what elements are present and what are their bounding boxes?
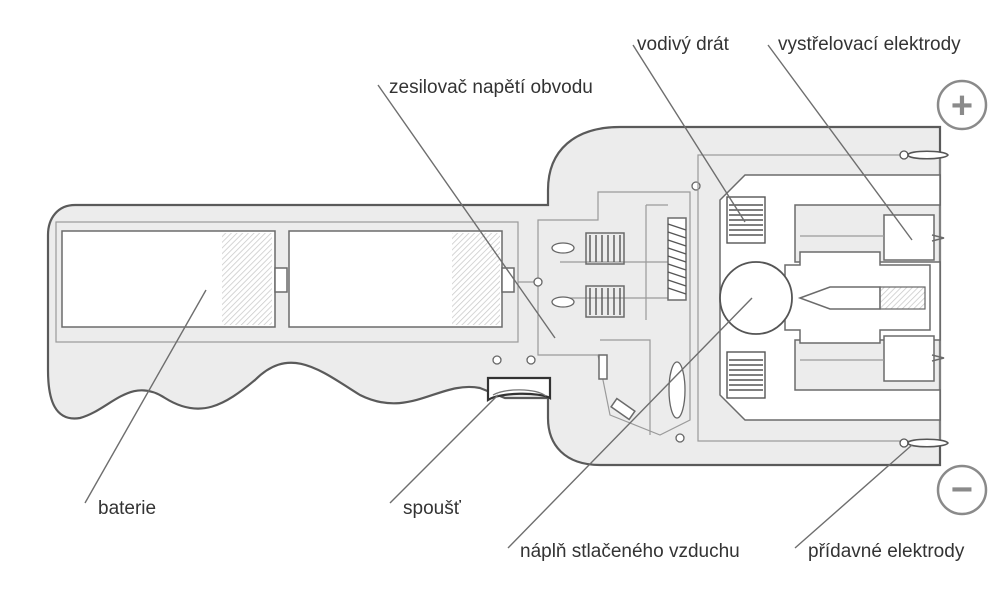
side-electrode-top bbox=[899, 150, 949, 160]
cartridge-assembly bbox=[697, 154, 945, 442]
label-trigger: spoušť bbox=[403, 498, 462, 519]
svg-text:−: − bbox=[951, 469, 973, 511]
label-conducting-wire: vodivý drát bbox=[637, 34, 730, 55]
circuit-region bbox=[492, 181, 701, 443]
label-battery: baterie bbox=[98, 498, 156, 519]
label-compressed-air: náplň stlačeného vzduchu bbox=[520, 541, 740, 562]
label-extra-electrodes: přídavné elektrody bbox=[808, 541, 965, 562]
leader-extra-electrodes bbox=[794, 444, 913, 549]
side-electrode-bottom bbox=[899, 438, 949, 448]
leader-firing-electrodes bbox=[767, 44, 913, 241]
leader-trigger bbox=[389, 394, 499, 504]
leader-lines bbox=[84, 44, 913, 549]
leader-battery bbox=[84, 289, 207, 504]
battery-compartment bbox=[55, 221, 519, 343]
trigger bbox=[486, 376, 552, 403]
positive-symbol: + bbox=[936, 79, 988, 131]
negative-symbol: − bbox=[936, 464, 988, 516]
label-firing-electrodes: vystřelovací elektrody bbox=[778, 34, 961, 55]
leader-voltage-booster bbox=[377, 84, 556, 339]
label-voltage-booster: zesilovač napětí obvodu bbox=[389, 77, 593, 98]
svg-text:+: + bbox=[951, 85, 973, 127]
leader-conducting-wire bbox=[632, 44, 746, 223]
leader-compressed-air bbox=[507, 297, 753, 549]
